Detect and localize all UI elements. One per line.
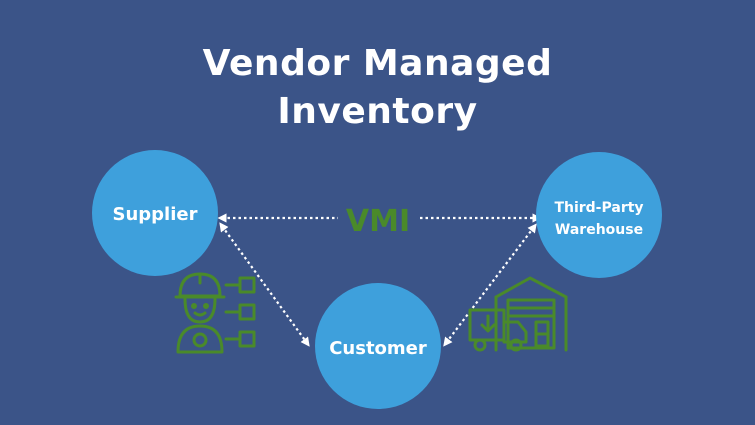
supplier-node: Supplier — [92, 150, 218, 276]
customer-label: Customer — [329, 338, 427, 359]
warehouse-truck-icon — [468, 276, 568, 352]
title-line-2: Inventory — [277, 91, 478, 132]
connector-supplier-customer — [219, 222, 310, 347]
connector-warehouse-customer — [443, 223, 537, 347]
warehouse-label-line-2: Warehouse — [555, 222, 643, 238]
title-line-1: Vendor Managed — [202, 43, 553, 84]
diagram-title: Vendor Managed Inventory — [0, 40, 755, 136]
warehouse-label-line-1: Third-Party — [554, 200, 643, 216]
supplier-label: Supplier — [113, 204, 198, 225]
worker-inventory-icon — [174, 272, 256, 354]
customer-node: Customer — [315, 283, 441, 409]
vmi-label-backdrop — [338, 203, 418, 233]
vmi-label: VMI — [346, 204, 410, 239]
warehouse-node: Third-Party Warehouse — [536, 152, 662, 278]
